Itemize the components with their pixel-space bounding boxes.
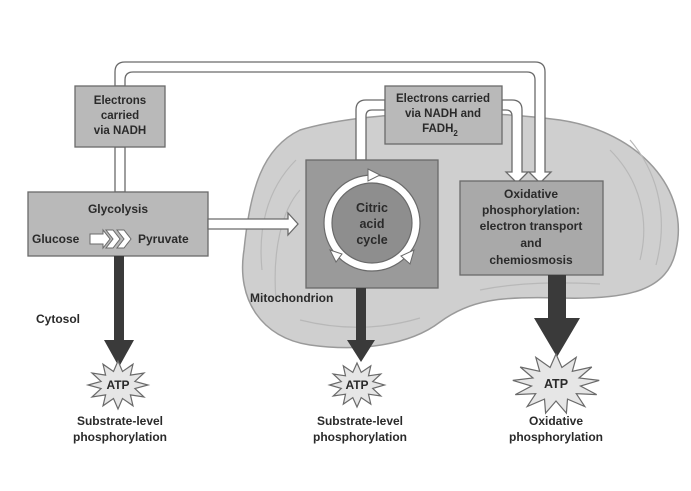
mitochondrion-label: Mitochondrion — [250, 291, 333, 305]
oxphos-line-2: phosphorylation: — [482, 203, 580, 217]
caption-2-line-1: Substrate-level — [317, 414, 403, 428]
oxphos-atp-arrow — [534, 275, 580, 357]
oxphos-line-4: and — [520, 236, 541, 250]
electrons-nadh-line-2: carried — [101, 110, 139, 122]
citric-line-1: Citric — [356, 201, 388, 215]
atp-burst-glycolysis: ATP — [85, 359, 151, 411]
electrons-nadh-fadh2-box: Electrons carried via NADH and FADH2 — [384, 85, 503, 145]
caption-3-line-1: Oxidative — [529, 414, 583, 428]
pyruvate-to-citric-arrow — [207, 211, 299, 237]
citric-acid-cycle-box: Citric acid cycle — [305, 159, 439, 289]
oxphos-line-1: Oxidative — [504, 187, 558, 201]
fadh2-subscript: 2 — [453, 129, 458, 138]
cytosol-label: Cytosol — [36, 312, 80, 326]
atp-burst-oxphos: ATP — [512, 352, 600, 415]
electrons-fadh2-line-2: via NADH and — [405, 108, 481, 120]
cycle-center — [331, 182, 413, 264]
cycle-arrowheads — [329, 168, 415, 265]
oxphos-line-3: electron transport — [480, 219, 583, 233]
electrons-fadh2-line-3: FADH2 — [422, 123, 458, 138]
fadh-text: FADH — [422, 123, 453, 135]
electrons-nadh-box: Electrons carried via NADH — [74, 85, 166, 148]
atp-burst-citric: ATP — [327, 361, 387, 409]
atp-label-3: ATP — [544, 377, 568, 391]
citric-line-2: acid — [359, 217, 384, 231]
pyruvate-label: Pyruvate — [138, 232, 189, 246]
glycolysis-atp-arrow — [104, 256, 134, 367]
caption-3-line-2: phosphorylation — [509, 430, 603, 444]
glycolysis-title: Glycolysis — [88, 202, 148, 216]
electrons-nadh-line-3: via NADH — [94, 125, 146, 137]
caption-2-line-2: phosphorylation — [313, 430, 407, 444]
glucose-label: Glucose — [32, 232, 80, 246]
atp-label-1: ATP — [106, 378, 129, 392]
glycolysis-steps-arrows — [89, 228, 132, 250]
electrons-fadh2-line-1: Electrons carried — [396, 93, 490, 105]
mitochondrion-cristae — [260, 139, 662, 328]
atp-label-2: ATP — [345, 378, 368, 392]
oxidative-phosphorylation-box: Oxidative phosphorylation: electron tran… — [459, 180, 604, 276]
caption-1-line-1: Substrate-level — [77, 414, 163, 428]
electrons-nadh-line-1: Electrons — [94, 95, 146, 107]
caption-1-line-2: phosphorylation — [73, 430, 167, 444]
citric-atp-arrow — [347, 288, 375, 362]
glycolysis-box: Glycolysis Glucose Pyruvate — [27, 191, 209, 257]
oxphos-line-5: chemiosmosis — [489, 253, 573, 267]
citric-line-3: cycle — [356, 233, 387, 247]
